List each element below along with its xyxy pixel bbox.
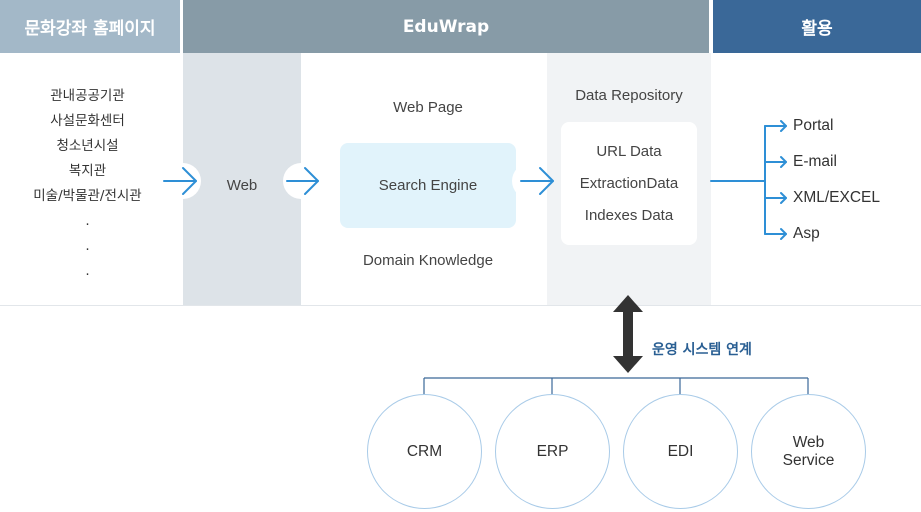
source-item: 청소년시설 <box>56 138 119 154</box>
system-crm: CRM <box>367 394 482 509</box>
source-item: 미술/박물관/전시관 <box>33 188 142 204</box>
section-divider <box>0 305 921 306</box>
system-edi: EDI <box>623 394 738 509</box>
arrow-right-icon <box>163 167 197 195</box>
double-arrow-icon <box>613 295 643 373</box>
system-erp: ERP <box>495 394 610 509</box>
header-usage-title: 활용 <box>801 19 833 39</box>
web-label: Web <box>226 177 258 194</box>
output-item: XML/EXCEL <box>793 189 881 206</box>
output-item: Portal <box>793 117 834 134</box>
search-engine-label: Search Engine <box>378 177 478 194</box>
system-label: CRM <box>406 442 443 460</box>
source-item: 복지관 <box>68 163 107 179</box>
system-web-service: Web Service <box>751 394 866 509</box>
header-usage: 활용 <box>713 0 921 53</box>
domain-knowledge-label: Domain Knowledge <box>362 252 494 269</box>
header-eduwrap-title: EduWrap <box>402 16 490 37</box>
web-band <box>183 53 301 305</box>
systems-connector-lines <box>423 377 809 395</box>
source-item: . <box>85 213 90 229</box>
repository-item: URL Data <box>596 142 662 160</box>
search-engine-box: Search Engine <box>340 143 516 228</box>
output-branch-lines <box>710 120 787 240</box>
output-item: E-mail <box>793 153 837 170</box>
data-repository-box: URL Data ExtractionData Indexes Data <box>561 122 697 245</box>
arrow-right-icon <box>286 167 319 195</box>
system-label: ERP <box>536 442 569 460</box>
source-item: . <box>85 238 90 254</box>
repository-item: ExtractionData <box>579 174 679 192</box>
web-page-label: Web Page <box>393 99 463 116</box>
system-label: Web Service <box>782 433 835 469</box>
link-label: 운영 시스템 연계 <box>652 342 752 358</box>
source-item: 사설문화센터 <box>50 113 125 129</box>
header-source: 문화강좌 홈페이지 <box>0 0 180 53</box>
arrow-right-icon <box>520 167 554 195</box>
data-repository-title: Data Repository <box>575 87 683 104</box>
source-item: 관내공공기관 <box>50 88 125 104</box>
source-item: . <box>85 263 90 279</box>
source-list: 관내공공기관 사설문화센터 청소년시설 복지관 미술/박물관/전시관 . . . <box>0 84 175 284</box>
output-item: Asp <box>793 225 820 242</box>
header-eduwrap: EduWrap <box>183 0 709 53</box>
system-label: EDI <box>667 442 694 460</box>
repository-item: Indexes Data <box>584 206 674 224</box>
header-source-title: 문화강좌 홈페이지 <box>24 19 156 39</box>
